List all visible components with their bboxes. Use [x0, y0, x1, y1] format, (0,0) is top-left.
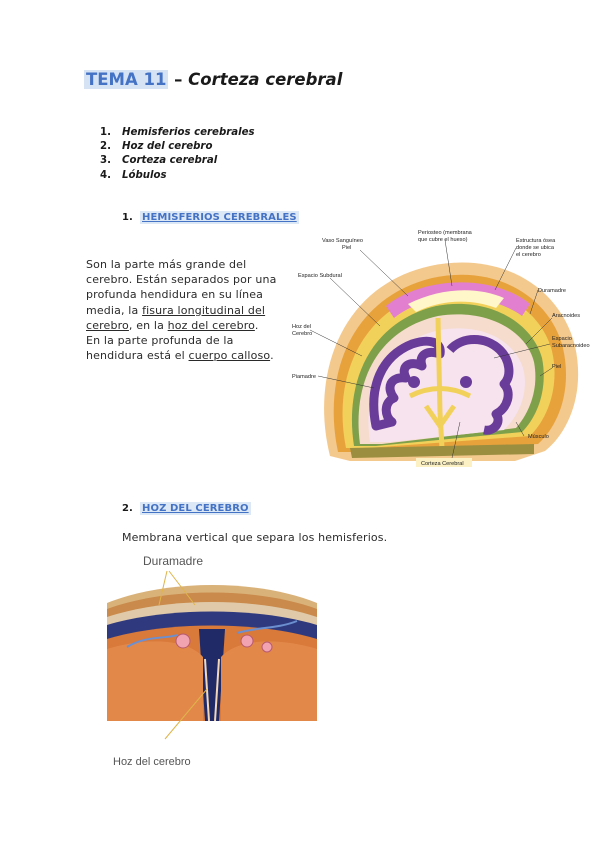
label-piel-2: Piel [552, 364, 561, 370]
label-subaracnoideo-1: Espacio [552, 336, 572, 342]
title-topic-name: Corteza cerebral [188, 70, 343, 89]
label-aracnoides: Aracnoides [552, 313, 580, 319]
title-topic-number: TEMA 11 [84, 70, 169, 89]
label-periosteo-1: Periosteo (membrana [418, 230, 473, 236]
section-heading-label: HOZ DEL CEREBRO [140, 502, 251, 515]
toc-item: 2.Hoz del cerebro [100, 141, 213, 153]
label-espacio-subdural: Espacio Subdural [298, 273, 342, 279]
toc-item: 1.Hemisferios cerebrales [100, 127, 255, 138]
section-heading-label: HEMISFERIOS CEREBRALES [140, 211, 299, 224]
label-hoz-1: Hoz del [292, 324, 311, 330]
page-title: TEMA 11 – Corteza cerebral [84, 70, 342, 89]
label-hoz-del-cerebro: Hoz del cerebro [113, 756, 191, 768]
label-duramadre-top: Duramadre [143, 554, 203, 568]
label-subaracnoideo-2: Subaracnoideo [552, 343, 590, 349]
label-hoz-2: Cerebro [292, 331, 312, 337]
label-periosteo-2: que cubre el hueso) [418, 237, 468, 243]
term-cuerpo-calloso: cuerpo calloso [188, 349, 271, 363]
label-piel: Piel [342, 245, 351, 251]
paragraph-hemisferios-1: Son la parte más grande del cerebro. Est… [86, 258, 277, 332]
label-estructura-osea-1: Estructura ósea [516, 238, 556, 244]
term-fisura-longitudinal: fisura longitudinal del cerebro [86, 303, 266, 332]
section-heading-hoz: 2.HOZ DEL CEREBRO [122, 502, 251, 515]
toc-item: 4.Lóbulos [100, 169, 167, 181]
label-musculo: Músculo [528, 434, 549, 440]
brain-cross-section-figure: Vaso Sanguíneo Piel Periosteo (membrana … [292, 230, 590, 467]
toc-item: 3.Corteza cerebral [100, 155, 218, 167]
paragraph-hemisferios-2: En la parte profunda de la hendidura est… [86, 334, 274, 363]
falx-cerebri-figure: Duramadre Hoz del cerebro [107, 554, 317, 768]
title-dash: – [174, 70, 183, 89]
paragraph-hoz: Membrana vertical que separa los hemisfe… [122, 531, 388, 544]
label-corteza-cerebral: Corteza Cerebral [421, 461, 464, 467]
table-of-contents: 1.Hemisferios cerebrales 2.Hoz del cereb… [100, 126, 255, 183]
label-duramadre: Duramadre [538, 288, 566, 294]
label-vaso-sanguineo: Vaso Sanguíneo [322, 238, 363, 244]
section-heading-hemisferios: 1.HEMISFERIOS CEREBRALES [122, 211, 299, 224]
label-estructura-osea-3: el cerebro [516, 252, 541, 258]
term-hoz-del-cerebro: hoz del cerebro [167, 318, 255, 332]
label-estructura-osea-2: donde se ubica [516, 245, 555, 251]
label-piamadre: Piamadre [292, 374, 316, 380]
